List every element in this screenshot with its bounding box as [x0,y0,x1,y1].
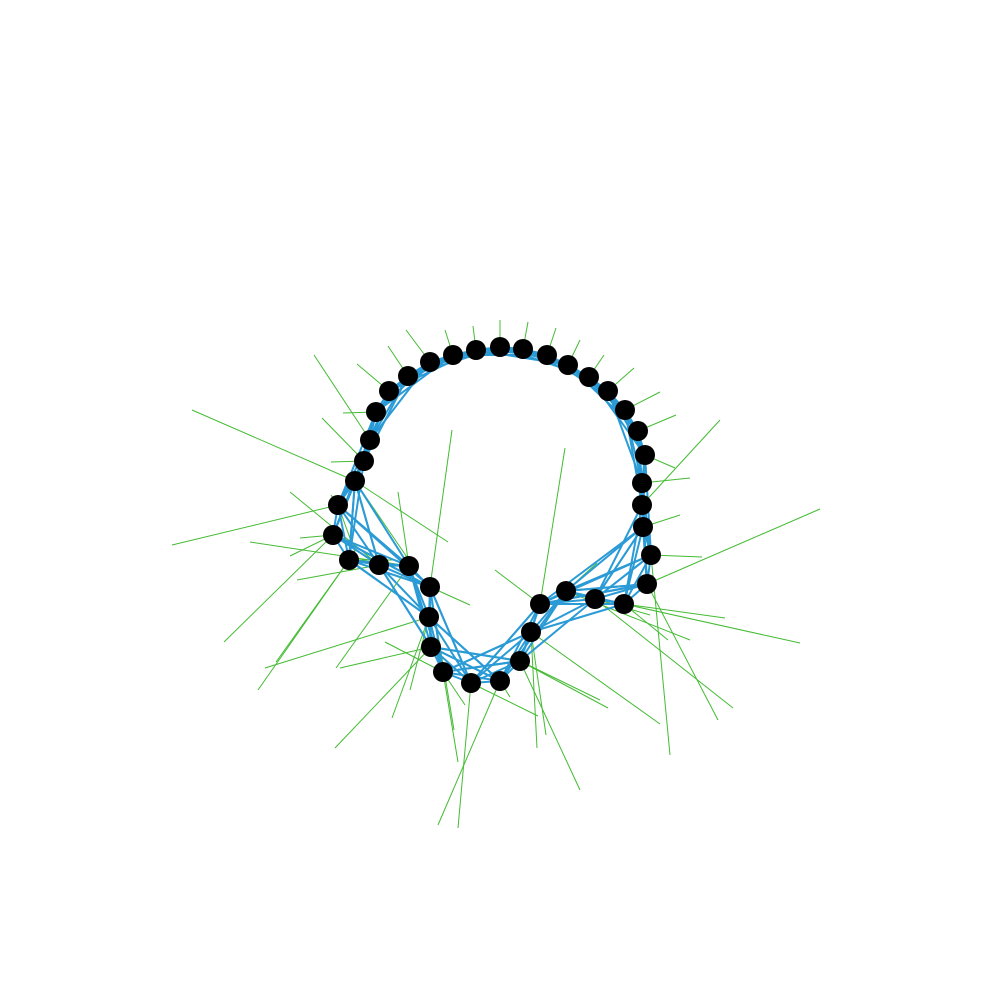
ring-edge [354,480,410,567]
spoke-edge [321,417,365,462]
spoke-edge [171,504,339,546]
ring-edge [429,586,472,684]
ring-edge [594,504,643,600]
graph-node [421,637,441,657]
graph-node [420,577,440,597]
graph-node [466,340,486,360]
graph-node [369,555,389,575]
graph-node [399,556,419,576]
graph-nodes [323,337,661,693]
spoke-edge [519,660,609,709]
graph-node [490,671,510,691]
spoke-edge [457,682,472,829]
graph-node [598,381,618,401]
spoke-edge [442,671,459,763]
ring-edge [429,586,444,673]
graph-node [443,345,463,365]
graph-node [628,421,648,441]
graph-node [513,339,533,359]
spoke-edge [623,603,726,619]
spoke-edge [264,616,430,669]
ring-edge [475,349,548,356]
spoke-edge [339,646,432,669]
spoke-edges [171,320,821,829]
graph-node [323,525,343,545]
graph-node [419,607,439,627]
spoke-edge [257,559,350,691]
graph-node [398,366,418,386]
spoke-edge [530,631,661,725]
graph-node [339,550,359,570]
graph-node [490,337,510,357]
ring-edge [430,646,501,682]
spoke-edge [313,354,371,441]
spoke-edge [519,660,581,791]
graph-node [585,589,605,609]
ring-edge [594,554,652,600]
graph-node [530,594,550,614]
ring-edge [530,603,625,633]
graph-node [345,471,365,491]
graph-node [556,581,576,601]
ring-edge [348,559,430,618]
graph-node [360,430,380,450]
ring-edge [430,646,521,662]
spoke-edge [191,409,356,482]
graph-node [521,622,541,642]
ring-edge [565,583,648,592]
graph-node [615,400,635,420]
graph-node [354,451,374,471]
ring-edge [470,603,541,684]
ring-edge [378,564,432,648]
ring-edge [594,526,644,600]
spoke-edge [223,534,334,643]
graph-node [633,517,653,537]
ring-edge [428,616,501,682]
spoke-edge [354,480,449,543]
spoke-edge [623,603,801,644]
graph-node [379,381,399,401]
graph-node [632,495,652,515]
spoke-edge [646,583,719,721]
spoke-edge [646,508,821,585]
graph-node [558,355,578,375]
spoke-edge [641,419,721,506]
spoke-edge [429,429,453,588]
graph-node [537,345,557,365]
spoke-edge [334,646,432,749]
spoke-edge [397,491,410,567]
ring-edge [369,361,431,441]
graph-node [579,367,599,387]
ring-edge [369,375,409,441]
ring-edge [354,480,380,566]
graph-node [614,594,634,614]
graph-node [366,402,386,422]
spoke-edge [335,565,410,669]
ring-edge [442,631,532,673]
ring-edge [348,480,356,561]
spoke-edge [391,616,430,719]
spoke-edge [296,564,380,581]
graph-node [641,545,661,565]
spoke-edge [594,598,734,709]
ring-edge [623,526,644,605]
graph-node [433,662,453,682]
graph-node [637,574,657,594]
spoke-edge [437,680,501,826]
graph-node [420,352,440,372]
graph-node [461,673,481,693]
spoke-edge [539,447,566,605]
ring-edge [519,598,596,662]
spoke-edge [470,682,539,717]
ring-edge [442,660,521,673]
graph-node [632,473,652,493]
spoke-edge [519,660,601,701]
spoke-edge [384,641,444,673]
ring-edge [348,559,431,588]
graph-node [635,445,655,465]
graph-node [328,495,348,515]
graph-node [510,651,530,671]
